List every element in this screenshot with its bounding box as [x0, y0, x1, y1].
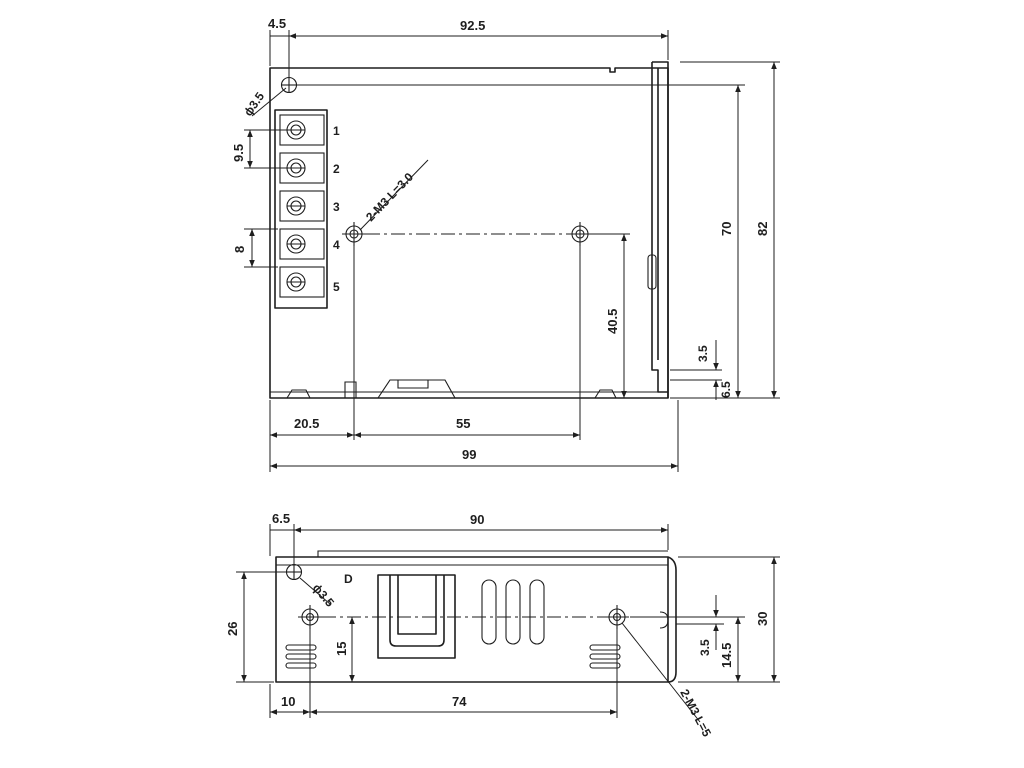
dim-label-3-5-side: 3.5 [698, 639, 712, 656]
side-view-corner-hole [285, 563, 303, 581]
dim-flange-small: 3.5 6.5 [670, 340, 739, 400]
dim-label-9-5: 9.5 [231, 144, 246, 162]
dim-label-30: 30 [755, 612, 770, 626]
side-view: D ϕ3.5 [225, 511, 780, 739]
top-view-mount-hole-left [342, 222, 366, 246]
terminal-label-4: 4 [333, 238, 340, 252]
top-view-hole-dia-label: ϕ3.5 [241, 89, 267, 118]
terminal-block-body [274, 109, 328, 309]
dim-label-3-5-top: 3.5 [696, 345, 710, 362]
dim-side-right: 30 14.5 3.5 [630, 556, 780, 683]
side-view-screw-leader [621, 622, 701, 723]
terminal-4: 4 [279, 228, 340, 260]
side-view-small-slots [285, 644, 621, 669]
dim-label-6-5-top: 6.5 [719, 381, 733, 398]
dim-terminal-gap: 8 [232, 228, 278, 268]
terminal-label-3: 3 [333, 200, 340, 214]
dim-label-26: 26 [225, 622, 240, 636]
side-view-flange-notch [659, 611, 669, 629]
terminal-label-1: 1 [333, 124, 340, 138]
dim-label-40-5: 40.5 [605, 309, 620, 334]
dim-label-15: 15 [334, 642, 349, 656]
side-view-mount-hole-left [298, 605, 322, 629]
terminal-5: 5 [279, 266, 340, 298]
dim-label-14-5: 14.5 [719, 643, 734, 668]
dim-label-4-5: 4.5 [268, 16, 286, 31]
terminal-3: 3 [279, 190, 340, 222]
side-view-mark: D [344, 572, 353, 586]
top-view-screw-callout: 2-M3 L=3.0 [363, 170, 416, 224]
side-view-connector-window [377, 574, 456, 659]
top-view-screw-leader [359, 159, 429, 231]
dim-label-6-5: 6.5 [272, 511, 290, 526]
dim-label-20-5: 20.5 [294, 416, 319, 431]
dim-label-74: 74 [452, 694, 467, 709]
top-view-chassis-outline [269, 67, 669, 399]
top-view-flange-clip [647, 254, 657, 290]
dim-label-99: 99 [462, 447, 476, 462]
dim-label-92-5: 92.5 [460, 18, 485, 33]
dim-hole-height: 40.5 [592, 233, 630, 398]
dim-side-26: 26 [225, 571, 286, 683]
top-view-corner-hole [280, 76, 298, 94]
side-view-hole-dia-leader [299, 577, 331, 605]
dim-bottom-horizontal: 20.5 55 99 [269, 400, 679, 472]
top-view-bottom-tabs [286, 379, 617, 399]
dim-side-15: 15 [334, 617, 355, 682]
side-view-mount-hole-right [605, 605, 629, 629]
side-view-right-flange [667, 556, 677, 683]
dim-heights-right: 70 82 [297, 61, 780, 399]
dim-label-8: 8 [232, 246, 247, 253]
dim-label-82: 82 [755, 222, 770, 236]
dim-side-top: 6.5 90 [269, 511, 669, 564]
dim-label-10: 10 [281, 694, 295, 709]
dim-label-70: 70 [719, 222, 734, 236]
terminal-label-2: 2 [333, 162, 340, 176]
dim-top-horizontal: 4.5 92.5 [268, 16, 669, 77]
top-view: 1 2 3 4 [231, 16, 780, 472]
side-view-top-edge [276, 550, 668, 566]
dim-label-90: 90 [470, 512, 484, 527]
side-view-vent-slots [481, 579, 545, 645]
dim-terminal-pitch: 9.5 [231, 129, 292, 169]
top-view-hole-dia-leader [251, 87, 287, 117]
side-view-screw-callout: 2-M3 L=5 [677, 687, 714, 739]
dim-side-bottom: 10 74 [269, 629, 618, 718]
top-view-right-flange [651, 61, 669, 398]
terminal-block: 1 2 3 4 [274, 109, 340, 309]
dim-label-55: 55 [456, 416, 470, 431]
terminal-label-5: 5 [333, 280, 340, 294]
side-view-hole-dia-label: ϕ3.5 [310, 581, 337, 610]
